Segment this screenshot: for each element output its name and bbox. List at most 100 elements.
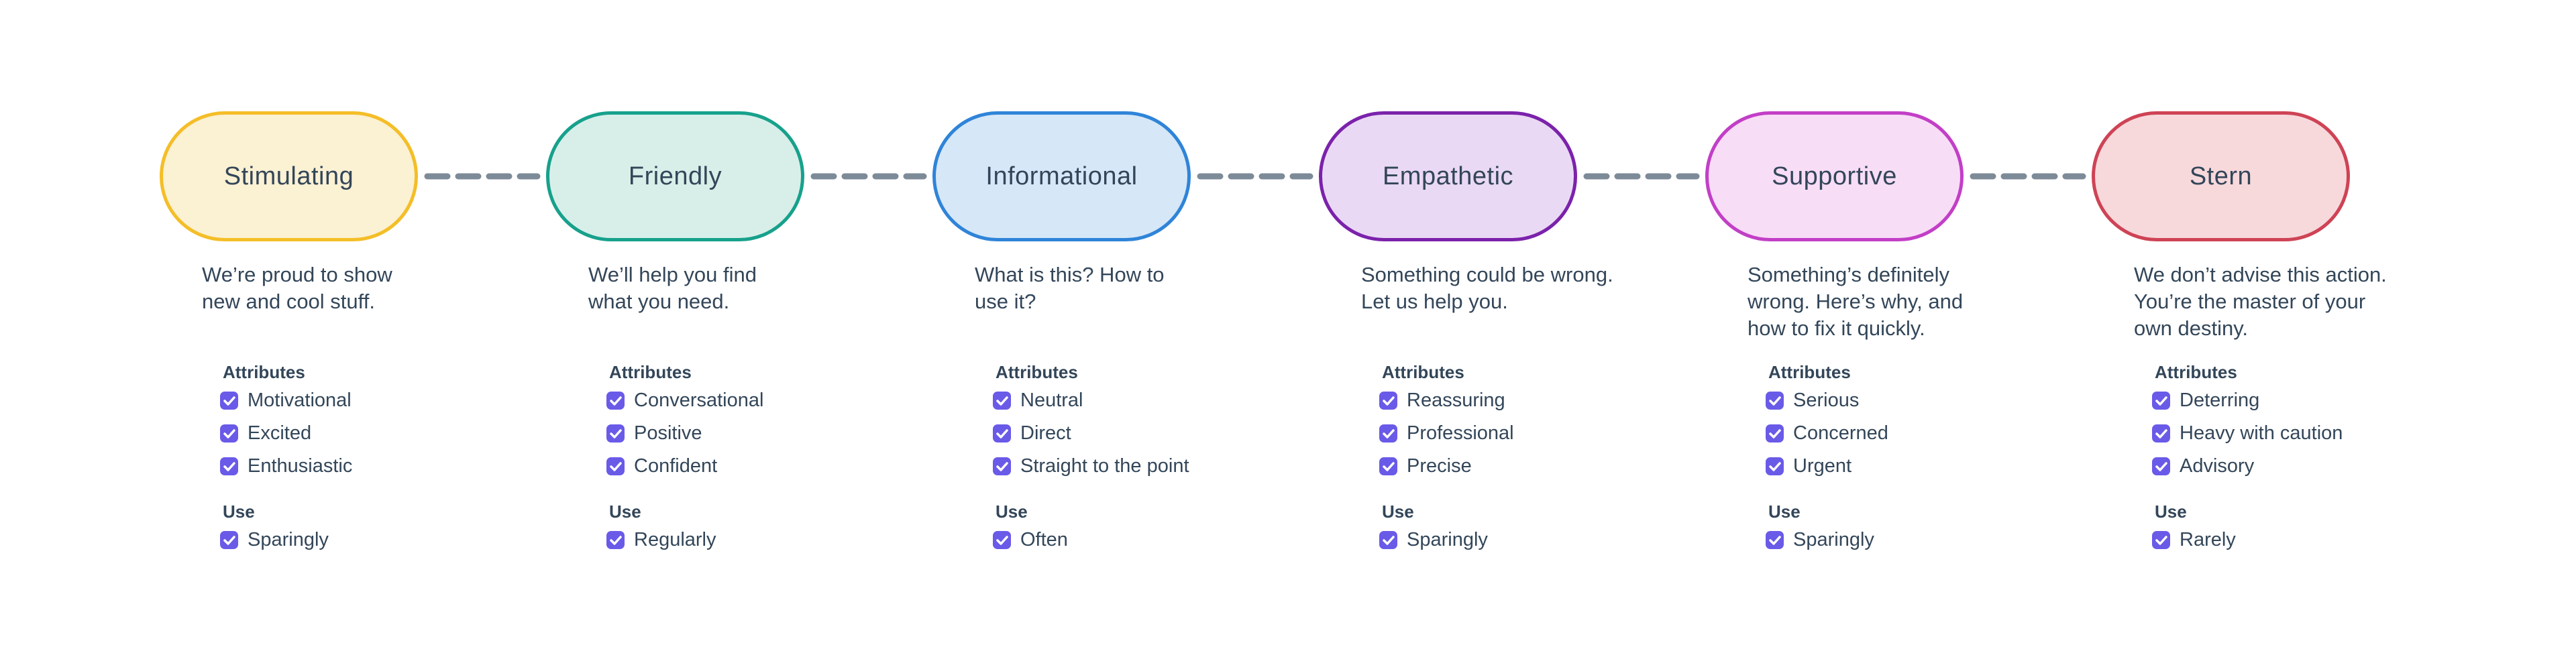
dashed-connector [424, 173, 541, 180]
tone-description: Something could be wrong. Let us help yo… [1361, 263, 1613, 313]
attribute-label: Serious [1793, 389, 1860, 411]
checkbox-checked-icon[interactable] [1379, 457, 1397, 475]
attribute-label: Positive [634, 422, 702, 444]
tone-description: We’ll help you find what you need. [588, 263, 757, 313]
tone-column-friendly: Friendly We’ll help you find what you ne… [546, 111, 932, 550]
use-label: Rarely [2180, 528, 2236, 550]
use-row: Sparingly [1379, 526, 1488, 554]
use-section: Use Often [993, 503, 1068, 558]
dashed-connector [810, 173, 927, 180]
attribute-row: Enthusiastic [220, 452, 352, 480]
tone-title: Friendly [628, 162, 722, 190]
attribute-label: Urgent [1793, 455, 1852, 477]
use-heading: Use [609, 501, 641, 522]
tone-description: Something’s definitely wrong. Here’s why… [1748, 263, 1964, 340]
checkbox-checked-icon[interactable] [993, 530, 1011, 549]
attribute-row: Precise [1379, 452, 1514, 480]
use-label: Sparingly [1407, 528, 1488, 550]
checkbox-checked-icon[interactable] [1766, 530, 1784, 549]
attribute-label: Excited [248, 422, 312, 444]
checkbox-checked-icon[interactable] [606, 391, 625, 410]
checkbox-checked-icon[interactable] [993, 424, 1011, 442]
use-label: Often [1020, 528, 1068, 550]
attributes-section: Attributes Neutral Direct Straight to th… [993, 363, 1189, 485]
attribute-row: Deterring [2152, 386, 2343, 414]
tone-description: We don’t advise this action. You’re the … [2134, 263, 2387, 340]
attribute-label: Deterring [2180, 389, 2260, 411]
attribute-label: Straight to the point [1020, 455, 1189, 477]
attributes-section: Attributes Deterring Heavy with caution … [2152, 363, 2343, 485]
checkbox-checked-icon[interactable] [606, 424, 625, 442]
checkbox-checked-icon[interactable] [606, 457, 625, 475]
checkbox-checked-icon[interactable] [993, 457, 1011, 475]
attribute-row: Motivational [220, 386, 352, 414]
use-section: Use Regularly [606, 503, 716, 558]
checkbox-checked-icon[interactable] [2152, 424, 2170, 442]
checkbox-checked-icon[interactable] [1766, 391, 1784, 410]
attribute-row: Heavy with caution [2152, 419, 2343, 447]
attribute-label: Concerned [1793, 422, 1888, 444]
checkbox-checked-icon[interactable] [1766, 424, 1784, 442]
tone-title: Informational [985, 162, 1138, 190]
attribute-row: Concerned [1766, 419, 1888, 447]
use-label: Sparingly [248, 528, 329, 550]
attribute-row: Confident [606, 452, 763, 480]
attributes-heading: Attributes [996, 362, 1078, 382]
attribute-row: Straight to the point [993, 452, 1189, 480]
attribute-label: Professional [1407, 422, 1514, 444]
use-section: Use Sparingly [1766, 503, 1874, 558]
attribute-label: Direct [1020, 422, 1071, 444]
tone-column-supportive: Supportive Something’s definitely wrong.… [1705, 111, 2092, 550]
use-row: Rarely [2152, 526, 2236, 554]
use-heading: Use [996, 501, 1028, 522]
attribute-row: Direct [993, 419, 1189, 447]
checkbox-checked-icon[interactable] [220, 457, 238, 475]
tone-title: Stern [2189, 162, 2253, 190]
attribute-label: Advisory [2180, 455, 2255, 477]
use-section: Use Rarely [2152, 503, 2236, 558]
dashed-connector [1583, 173, 1700, 180]
tone-title: Empathetic [1382, 162, 1514, 190]
attribute-row: Conversational [606, 386, 763, 414]
use-heading: Use [1768, 501, 1801, 522]
use-row: Sparingly [220, 526, 329, 554]
checkbox-checked-icon[interactable] [1766, 457, 1784, 475]
attribute-row: Positive [606, 419, 763, 447]
checkbox-checked-icon[interactable] [606, 530, 625, 549]
use-label: Regularly [634, 528, 716, 550]
use-section: Use Sparingly [220, 503, 329, 558]
tone-title: Supportive [1772, 162, 1897, 190]
checkbox-checked-icon[interactable] [1379, 530, 1397, 549]
checkbox-checked-icon[interactable] [220, 391, 238, 410]
attribute-row: Reassuring [1379, 386, 1514, 414]
tone-column-stern: Stern We don’t advise this action. You’r… [2092, 111, 2478, 550]
checkbox-checked-icon[interactable] [2152, 457, 2170, 475]
tone-description: We’re proud to show new and cool stuff. [202, 263, 392, 313]
tone-pill: Informational [932, 111, 1191, 241]
attribute-label: Precise [1407, 455, 1472, 477]
tone-description: What is this? How to use it? [975, 263, 1165, 313]
attributes-section: Attributes Serious Concerned Urgent [1766, 363, 1888, 485]
tone-column-empathetic: Empathetic Something could be wrong. Let… [1319, 111, 1705, 550]
tone-pill: Empathetic [1319, 111, 1577, 241]
checkbox-checked-icon[interactable] [2152, 391, 2170, 410]
use-section: Use Sparingly [1379, 503, 1488, 558]
checkbox-checked-icon[interactable] [993, 391, 1011, 410]
attribute-row: Excited [220, 419, 352, 447]
attributes-section: Attributes Reassuring Professional Preci… [1379, 363, 1514, 485]
attribute-label: Motivational [248, 389, 352, 411]
attribute-label: Confident [634, 455, 718, 477]
checkbox-checked-icon[interactable] [1379, 424, 1397, 442]
checkbox-checked-icon[interactable] [1379, 391, 1397, 410]
attribute-label: Enthusiastic [248, 455, 353, 477]
attributes-heading: Attributes [223, 362, 305, 382]
attribute-row: Advisory [2152, 452, 2343, 480]
checkbox-checked-icon[interactable] [2152, 530, 2170, 549]
use-label: Sparingly [1793, 528, 1874, 550]
use-row: Sparingly [1766, 526, 1874, 554]
use-heading: Use [223, 501, 255, 522]
tone-pill: Stimulating [160, 111, 418, 241]
checkbox-checked-icon[interactable] [220, 530, 238, 549]
attribute-label: Reassuring [1407, 389, 1505, 411]
checkbox-checked-icon[interactable] [220, 424, 238, 442]
